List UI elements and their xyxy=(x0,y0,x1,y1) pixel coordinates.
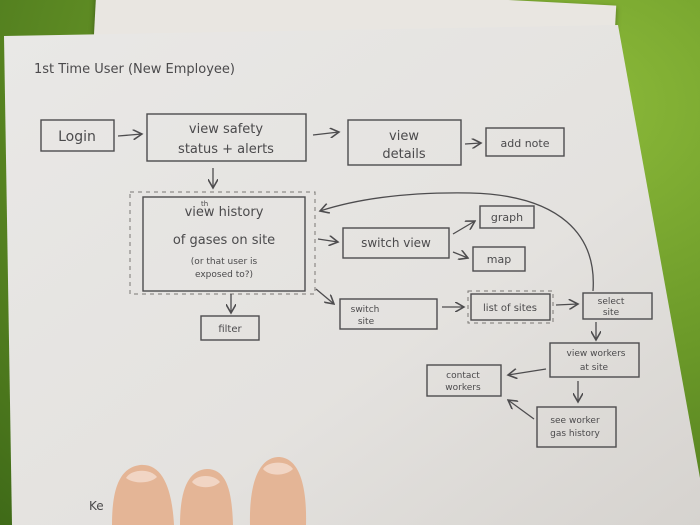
node-label-line1: view safety xyxy=(189,122,263,137)
node-label-line1: see worker xyxy=(550,416,600,426)
arrow xyxy=(312,132,339,135)
node-label-line1: view history xyxy=(185,205,264,220)
arrow xyxy=(508,400,535,420)
node-map: map xyxy=(472,246,526,272)
node-label-line2: at site xyxy=(580,363,609,373)
arrow xyxy=(317,239,338,242)
arrow-back-to-history xyxy=(320,192,594,292)
node-label: add note xyxy=(501,137,550,150)
node-label-line1: contact xyxy=(446,371,480,381)
node-label-line2: site xyxy=(603,308,620,318)
footer-text-fragment: Ke xyxy=(89,499,104,513)
node-add-note: add note xyxy=(485,127,565,157)
node-list-of-sites: list of sites xyxy=(467,290,554,324)
node-label-line1: select xyxy=(598,297,625,307)
node-label-line1: view workers xyxy=(567,349,626,359)
node-label-line1: switch xyxy=(351,305,380,315)
node-label-line1: view xyxy=(389,129,419,144)
fingers xyxy=(112,457,307,525)
arrow xyxy=(464,143,481,144)
node-view-details: view details xyxy=(347,119,462,166)
node-worker-gas-history: see worker gas history xyxy=(536,406,617,448)
node-filter: filter xyxy=(200,315,260,341)
node-superscript: th xyxy=(201,200,208,208)
arrow xyxy=(117,134,142,136)
arrow xyxy=(555,304,578,305)
node-view-safety-status: view safety status + alerts xyxy=(146,113,307,162)
node-label: list of sites xyxy=(483,303,537,314)
node-note-line2: exposed to?) xyxy=(195,270,253,280)
node-label-line2: site xyxy=(358,317,375,327)
arrow xyxy=(452,252,468,258)
node-contact-workers: contact workers xyxy=(426,364,502,397)
node-label-line2: workers xyxy=(445,383,481,393)
node-note-line1: (or that user is xyxy=(191,257,258,267)
arrow xyxy=(315,288,334,304)
node-graph: graph xyxy=(479,205,535,229)
history-dashed-outline xyxy=(129,191,316,295)
node-label: map xyxy=(487,253,511,266)
diagram-title: 1st Time User (New Employee) xyxy=(34,62,235,77)
node-label-line2: gas history xyxy=(550,429,600,439)
arrow xyxy=(452,221,475,235)
node-login: Login xyxy=(40,119,115,152)
node-switch-view: switch view xyxy=(342,227,450,259)
node-label: graph xyxy=(491,211,523,224)
paper-surface xyxy=(4,25,700,525)
node-select-site: select site xyxy=(582,292,653,320)
node-label-line2: details xyxy=(382,147,426,162)
node-label-line2: status + alerts xyxy=(178,142,274,157)
node-switch-site: switch site xyxy=(339,298,438,330)
node-label-line2: of gases on site xyxy=(173,233,275,248)
node-view-workers: view workers at site xyxy=(549,342,640,378)
node-label: filter xyxy=(218,324,242,335)
arrow xyxy=(508,368,547,375)
node-label: Login xyxy=(58,129,96,145)
node-view-history: view history th of gases on site (or tha… xyxy=(142,196,306,292)
node-label: switch view xyxy=(361,236,431,250)
